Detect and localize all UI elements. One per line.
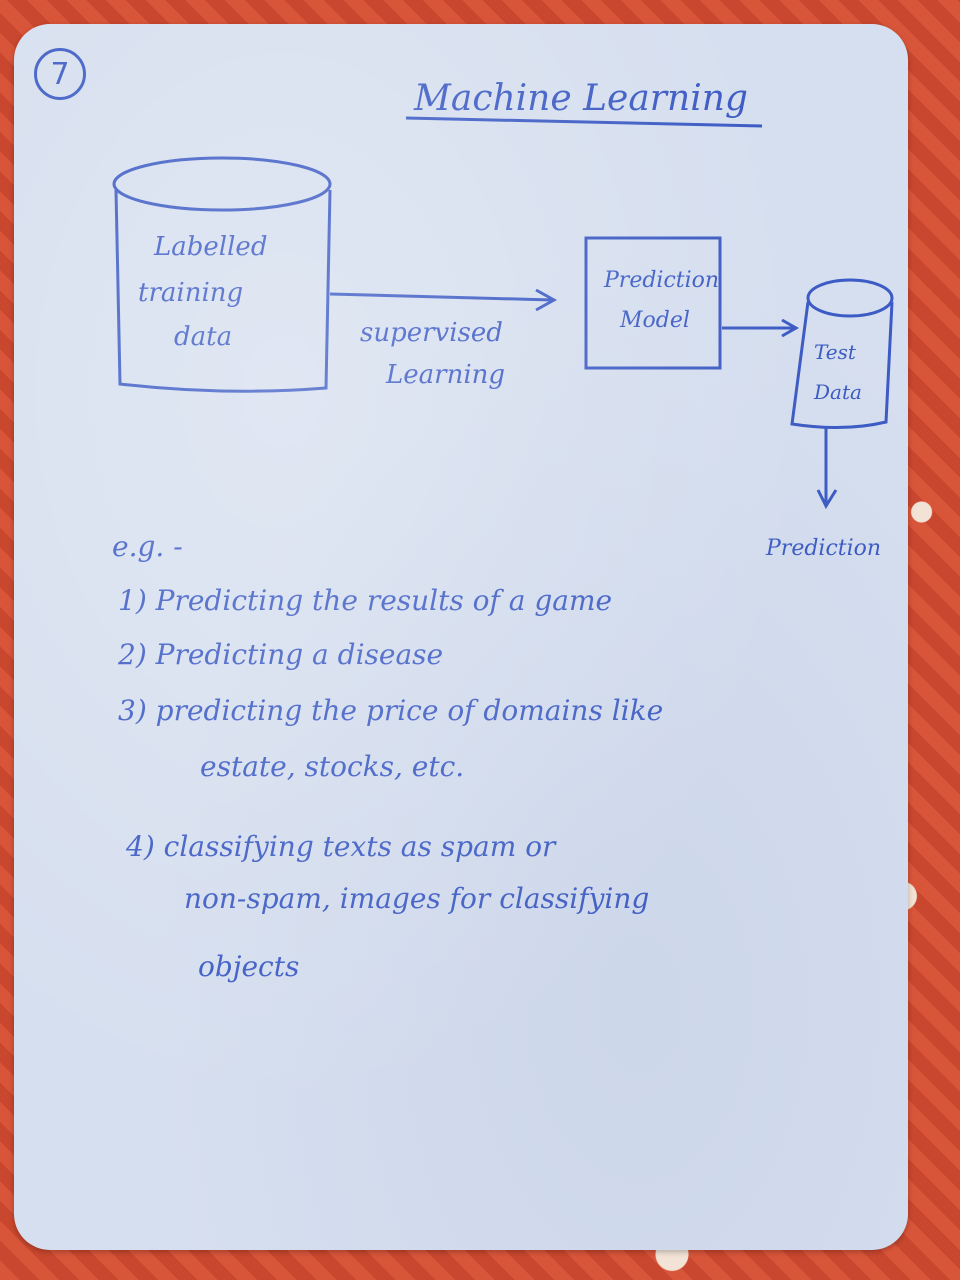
training-box-line-2: training (138, 278, 244, 308)
example-item-3-cont: estate, stocks, etc. (200, 750, 465, 783)
example-item-2: 2) Predicting a disease (118, 638, 444, 671)
note-title: Machine Learning (414, 78, 748, 119)
training-data-cylinder (112, 156, 332, 393)
model-box-line-2: Model (620, 308, 690, 333)
model-to-test-arrow (722, 318, 800, 338)
diagram-drawing (112, 116, 894, 510)
supervised-learning-arrow (329, 288, 558, 312)
page-number: 7 (34, 48, 86, 100)
example-item-4-cont-2: objects (198, 950, 300, 983)
arrow-label-line-2: Learning (386, 360, 506, 390)
example-item-4: 4) classifying texts as spam or (126, 830, 556, 863)
examples-heading: e.g. - (112, 530, 183, 563)
arrow-label-line-1: supervised (360, 318, 503, 348)
title-underline (405, 116, 763, 128)
example-item-1: 1) Predicting the results of a game (118, 584, 613, 617)
test-box-line-2: Data (814, 380, 862, 404)
test-box-line-1: Test (814, 340, 856, 364)
training-box-line-1: Labelled (154, 232, 268, 262)
test-data-cylinder (790, 278, 894, 430)
note-card: 7 Machine Learning (14, 24, 908, 1250)
model-box-line-1: Prediction (604, 268, 720, 293)
example-item-3: 3) predicting the price of domains like (118, 694, 664, 727)
training-box-line-3: data (174, 322, 233, 352)
test-to-prediction-arrow (816, 428, 838, 510)
prediction-model-box (584, 236, 722, 370)
prediction-output-label: Prediction (766, 536, 882, 561)
example-item-4-cont: non-spam, images for classifying (184, 882, 650, 915)
